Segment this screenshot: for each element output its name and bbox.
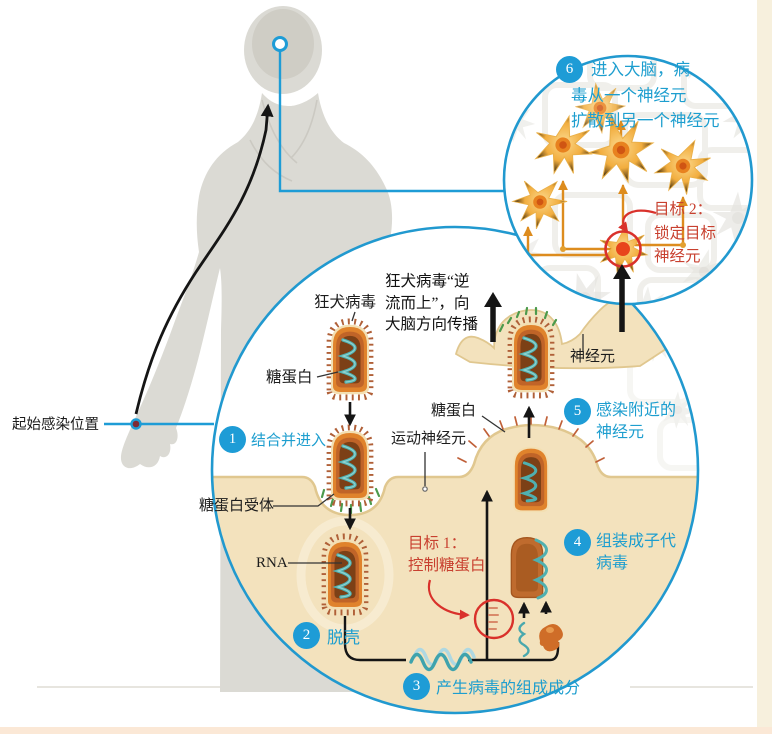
flow-arrows	[344, 402, 552, 660]
glycoprotein-label-2: 糖蛋白	[431, 403, 477, 419]
step1-label: 结合并进入	[251, 433, 327, 449]
step4-label: 组装成子代 病毒	[596, 533, 677, 572]
page-right-strip	[757, 0, 772, 734]
capsid-assembling	[511, 538, 542, 598]
target1-circle	[473, 598, 515, 640]
step3-label: 产生病毒的组成成分	[436, 680, 581, 697]
brain-point-ring	[272, 36, 288, 52]
glycoprotein-receptor-label: 糖蛋白受体	[199, 498, 275, 514]
step4-badge: 4	[564, 529, 591, 556]
target2-note: 目标 2： 锁定目标 神经元	[654, 201, 717, 265]
rna-label: RNA	[256, 555, 288, 571]
target1-note: 目标 1： 控制糖蛋白	[408, 535, 486, 574]
initial-infection-label: 起始感染位置	[12, 417, 99, 433]
target1-pointer-arrow	[427, 579, 470, 620]
step1-badge: 1	[219, 426, 246, 453]
virus-uncoating	[325, 536, 366, 612]
motor-neuron-cell	[212, 425, 698, 713]
motor-neuron-label: 运动神经元	[391, 431, 467, 447]
virus-binding	[330, 427, 371, 503]
rna-component	[518, 621, 530, 658]
step6-label: 进入大脑，病 毒从一个神经元 扩散到另一个神经元	[571, 60, 720, 130]
nerve-path-arrow	[134, 103, 274, 415]
virus-free	[330, 321, 371, 397]
glycoprotein-label: 糖蛋白	[266, 369, 313, 386]
callout-lines	[104, 50, 505, 426]
page-bottom-strip	[0, 727, 772, 734]
membrane-spikes	[457, 415, 605, 463]
neuron-receptors	[498, 306, 558, 333]
leader-lines	[273, 311, 584, 564]
protein-component	[539, 623, 563, 652]
step2-badge: 2	[293, 622, 320, 649]
step3-badge: 3	[403, 673, 430, 700]
target2-pointer-arrow	[618, 209, 657, 233]
to-brain-arrow	[613, 264, 631, 332]
step6-badge: 6	[556, 56, 583, 83]
infection-site-dot	[130, 418, 142, 430]
step5-badge: 5	[564, 398, 591, 425]
step2-label: 脱壳	[327, 628, 360, 647]
step5-label: 感染附近的 神经元	[596, 402, 677, 441]
virus-budding	[513, 447, 549, 512]
upstream-arrow	[484, 292, 502, 342]
virus-released	[511, 319, 552, 395]
rabies-virus-label: 狂犬病毒	[314, 294, 377, 311]
upstream-note: 狂犬病毒“逆 流而上”，向 大脑方向传播	[385, 273, 479, 333]
neuron-label: 神经元	[570, 349, 616, 365]
